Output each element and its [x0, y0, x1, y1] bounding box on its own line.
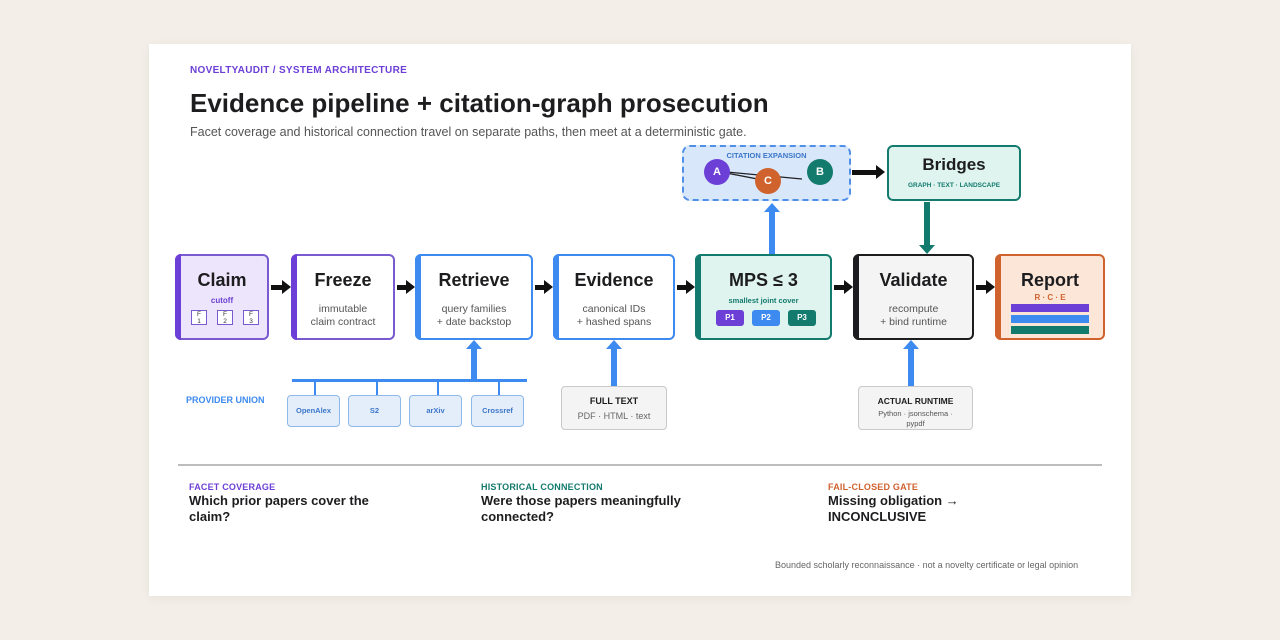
facet-3: F 3: [243, 310, 259, 325]
citation-node-c: C: [755, 168, 781, 194]
stage-validate: Validate recompute + bind runtime: [853, 254, 974, 340]
stage-claim-sub: cutoff: [210, 296, 234, 305]
stage-claim: Claim cutoff: [175, 254, 269, 340]
runtime-title: ACTUAL RUNTIME: [877, 396, 954, 406]
bridges-sub: GRAPH · TEXT · LANDSCAPE: [907, 182, 1001, 189]
stage-mps-title: MPS ≤ 3: [729, 270, 798, 290]
stage-claim-title: Claim: [197, 270, 247, 290]
disclaimer-note: Bounded scholarly reconnaissance · not a…: [775, 560, 1079, 570]
stage-retrieve-title: Retrieve: [438, 270, 510, 290]
provider-drop-1: [314, 379, 316, 395]
provider-union-label: PROVIDER UNION: [186, 395, 265, 405]
stage-freeze-sub: immutable claim contract: [310, 303, 376, 328]
provider-drop-2: [376, 379, 378, 395]
divider: [178, 464, 1102, 466]
historical-connection-key: HISTORICAL CONNECTION: [481, 482, 603, 492]
stage-mps: MPS ≤ 3 smallest joint cover: [695, 254, 832, 340]
provider-bus: [292, 379, 527, 382]
stage-report-sub: R · C · E: [1034, 293, 1066, 302]
stage-evidence-title: Evidence: [574, 270, 654, 290]
stage-report-title: Report: [1021, 270, 1079, 290]
runtime-box: ACTUAL RUNTIME Python · jsonschema · pyp…: [858, 386, 973, 430]
arrow-runtime-to-validate: [903, 340, 919, 386]
arrow-bridges-to-validate: [919, 202, 935, 254]
report-bar-blue: [1011, 315, 1089, 323]
provider-openalex: OpenAlex: [287, 395, 340, 427]
runtime-sub: Python · jsonschema · pypdf: [878, 409, 953, 428]
stage-freeze: Freeze immutable claim contract: [291, 254, 395, 340]
facet-coverage-key: FACET COVERAGE: [189, 482, 276, 492]
eyebrow: NOVELTYAUDIT / SYSTEM ARCHITECTURE: [190, 65, 408, 76]
page-title: Evidence pipeline + citation-graph prose…: [190, 88, 769, 118]
arrow-citation-to-bridges: [852, 165, 885, 179]
facet-2: F 2: [217, 310, 233, 325]
fulltext-title: FULL TEXT: [589, 396, 639, 406]
stage-evidence-sub: canonical IDs + hashed spans: [576, 303, 652, 328]
report-bar-purple: [1011, 304, 1089, 312]
fulltext-sub: PDF · HTML · text: [577, 411, 651, 421]
facet-1: F 1: [191, 310, 207, 325]
stage-report: Report R · C · E: [995, 254, 1105, 340]
arrow-validate-to-report: [976, 280, 995, 294]
arrow-mps-to-validate: [834, 280, 853, 294]
chip-p1: P1: [716, 310, 744, 326]
chip-p3: P3: [788, 310, 816, 326]
arrow-providers-to-retrieve: [466, 340, 482, 380]
stage-freeze-title: Freeze: [314, 270, 372, 290]
arrow-retrieve-to-evidence: [535, 280, 553, 294]
report-bar-teal: [1011, 326, 1089, 334]
stage-validate-sub: recompute + bind runtime: [880, 303, 947, 328]
provider-arxiv: arXiv: [409, 395, 462, 427]
fail-closed-gate-value: Missing obligation → INCONCLUSIVE: [828, 493, 959, 524]
stage-validate-title: Validate: [879, 270, 948, 290]
page-subtitle: Facet coverage and historical connection…: [190, 125, 747, 139]
arrow-fulltext-to-evidence: [606, 340, 622, 386]
chip-p2: P2: [752, 310, 780, 326]
arrow-mps-to-citation: [764, 203, 780, 254]
stage-evidence: Evidence canonical IDs + hashed spans: [553, 254, 675, 340]
stage-mps-sub: smallest joint cover: [728, 296, 799, 305]
arrow-claim-to-freeze: [271, 280, 291, 294]
fail-closed-gate-key: FAIL-CLOSED GATE: [828, 482, 919, 492]
citation-node-a: A: [704, 159, 730, 185]
bridges-box: Bridges GRAPH · TEXT · LANDSCAPE: [887, 145, 1021, 201]
provider-drop-4: [498, 379, 500, 395]
stage-retrieve: Retrieve query families + date backstop: [415, 254, 533, 340]
provider-crossref: Crossref: [471, 395, 524, 427]
facet-coverage-value: Which prior papers cover the claim?: [189, 493, 369, 524]
historical-connection-value: Were those papers meaningfully connected…: [481, 493, 681, 524]
arrow-freeze-to-retrieve: [397, 280, 415, 294]
citation-node-b: B: [807, 159, 833, 185]
arrow-evidence-to-mps: [677, 280, 695, 294]
bridges-title: Bridges: [922, 155, 986, 174]
provider-s2: S2: [348, 395, 401, 427]
citation-expansion-label: CITATION EXPANSION: [726, 151, 807, 160]
stage-retrieve-sub: query families + date backstop: [436, 303, 512, 328]
fulltext-box: FULL TEXT PDF · HTML · text: [561, 386, 667, 430]
provider-drop-3: [437, 379, 439, 395]
